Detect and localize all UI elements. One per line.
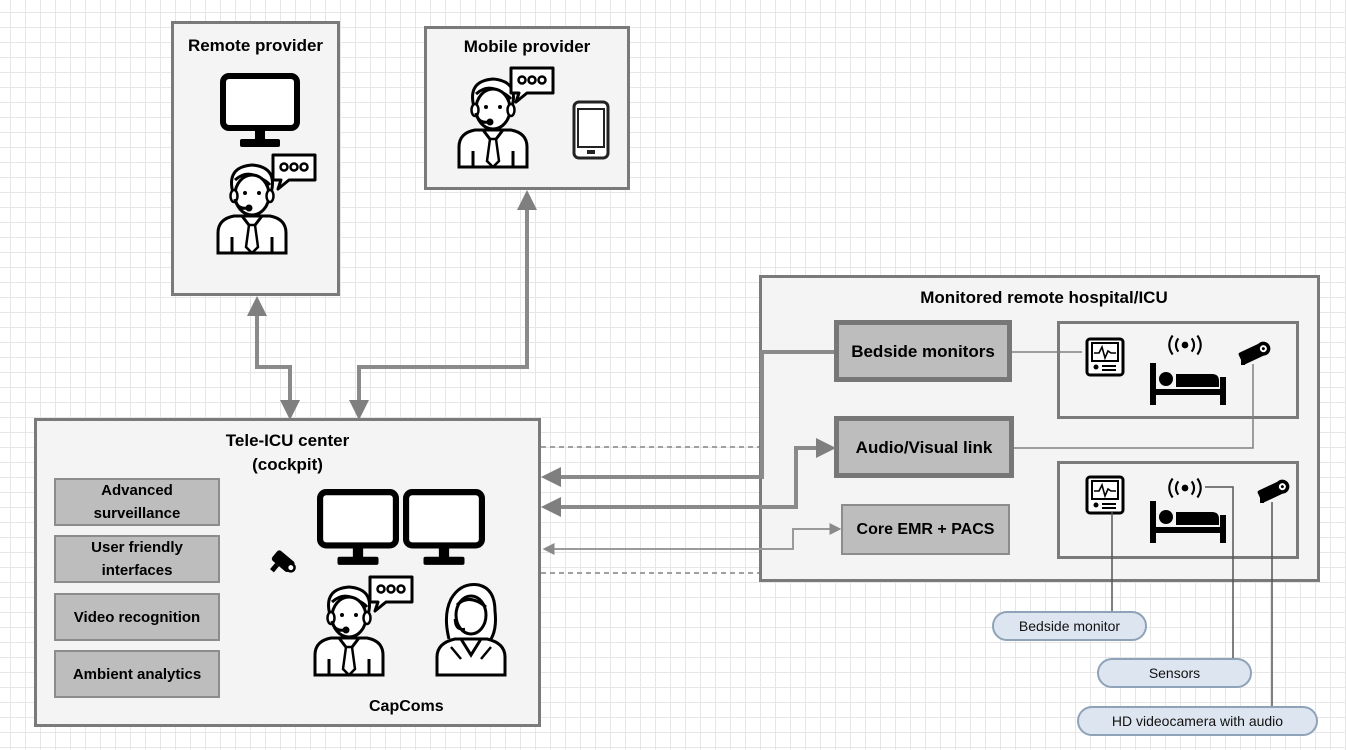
legend-label: Bedside monitor bbox=[1018, 618, 1121, 634]
bedside-monitors-label: Bedside monitors bbox=[851, 341, 995, 361]
link-remote-provider bbox=[247, 296, 300, 420]
bedside-monitors-box: Bedside monitors bbox=[834, 320, 1012, 382]
patient-room-1 bbox=[1057, 321, 1299, 419]
wireless-sensor-icon bbox=[1165, 477, 1205, 499]
av-link-box: Audio/Visual link bbox=[834, 416, 1014, 478]
monitor-icon bbox=[220, 73, 300, 149]
feature-advanced-surveillance: Advanced surveillance bbox=[54, 478, 220, 526]
remote-provider-title: Remote provider bbox=[187, 36, 324, 55]
feature-label: Ambient analytics bbox=[72, 665, 202, 683]
feature-user-friendly-interfaces: User friendly interfaces bbox=[54, 535, 220, 583]
chat-bubble-icon bbox=[507, 65, 557, 105]
chat-bubble-icon bbox=[366, 574, 416, 614]
legend-sensors: Sensors bbox=[1097, 658, 1252, 688]
link-mobile-provider bbox=[349, 190, 537, 420]
security-camera-icon bbox=[1256, 475, 1292, 505]
legend-label: HD videocamera with audio bbox=[1111, 713, 1284, 729]
feature-ambient-analytics: Ambient analytics bbox=[54, 650, 220, 698]
security-camera-icon bbox=[1237, 337, 1273, 367]
remote-provider-box: Remote provider bbox=[171, 21, 340, 296]
tele-icu-title: Tele-ICU center bbox=[225, 431, 350, 450]
hospital-bed-icon bbox=[1148, 497, 1228, 545]
monitor-icon bbox=[403, 489, 485, 567]
patient-monitor-icon bbox=[1085, 475, 1125, 515]
capcoms-label: CapComs bbox=[369, 698, 444, 715]
patient-monitor-icon bbox=[1085, 337, 1125, 377]
smartphone-icon bbox=[571, 99, 611, 161]
feature-label-line2: interfaces bbox=[101, 562, 173, 579]
feature-label-line1: Advanced bbox=[101, 482, 173, 499]
chat-bubble-icon bbox=[269, 152, 319, 192]
mobile-provider-title: Mobile provider bbox=[463, 37, 591, 56]
feature-label-line2: surveillance bbox=[93, 505, 181, 522]
security-camera-icon bbox=[265, 545, 301, 581]
patient-room-2 bbox=[1057, 461, 1299, 559]
core-emr-pacs-label: Core EMR + PACS bbox=[856, 521, 995, 538]
tele-icu-center-box: Tele-ICU center (cockpit) Advanced surve… bbox=[34, 418, 541, 727]
feature-video-recognition: Video recognition bbox=[54, 593, 220, 641]
nurse-icon bbox=[431, 577, 511, 677]
wireless-sensor-icon bbox=[1165, 334, 1205, 356]
hospital-icu-title: Monitored remote hospital/ICU bbox=[920, 288, 1168, 307]
feature-label: Video recognition bbox=[73, 608, 201, 626]
mobile-provider-box: Mobile provider bbox=[424, 26, 630, 190]
legend-label: Sensors bbox=[1148, 665, 1201, 681]
monitor-icon bbox=[317, 489, 399, 567]
av-link-label: Audio/Visual link bbox=[855, 437, 993, 457]
legend-bedside-monitor: Bedside monitor bbox=[992, 611, 1147, 641]
feature-label-line1: User friendly bbox=[91, 539, 183, 556]
core-emr-pacs-box: Core EMR + PACS bbox=[841, 504, 1010, 555]
hospital-bed-icon bbox=[1148, 359, 1228, 407]
tele-icu-subtitle: (cockpit) bbox=[252, 455, 323, 474]
legend-hd-videocamera: HD videocamera with audio bbox=[1077, 706, 1318, 736]
